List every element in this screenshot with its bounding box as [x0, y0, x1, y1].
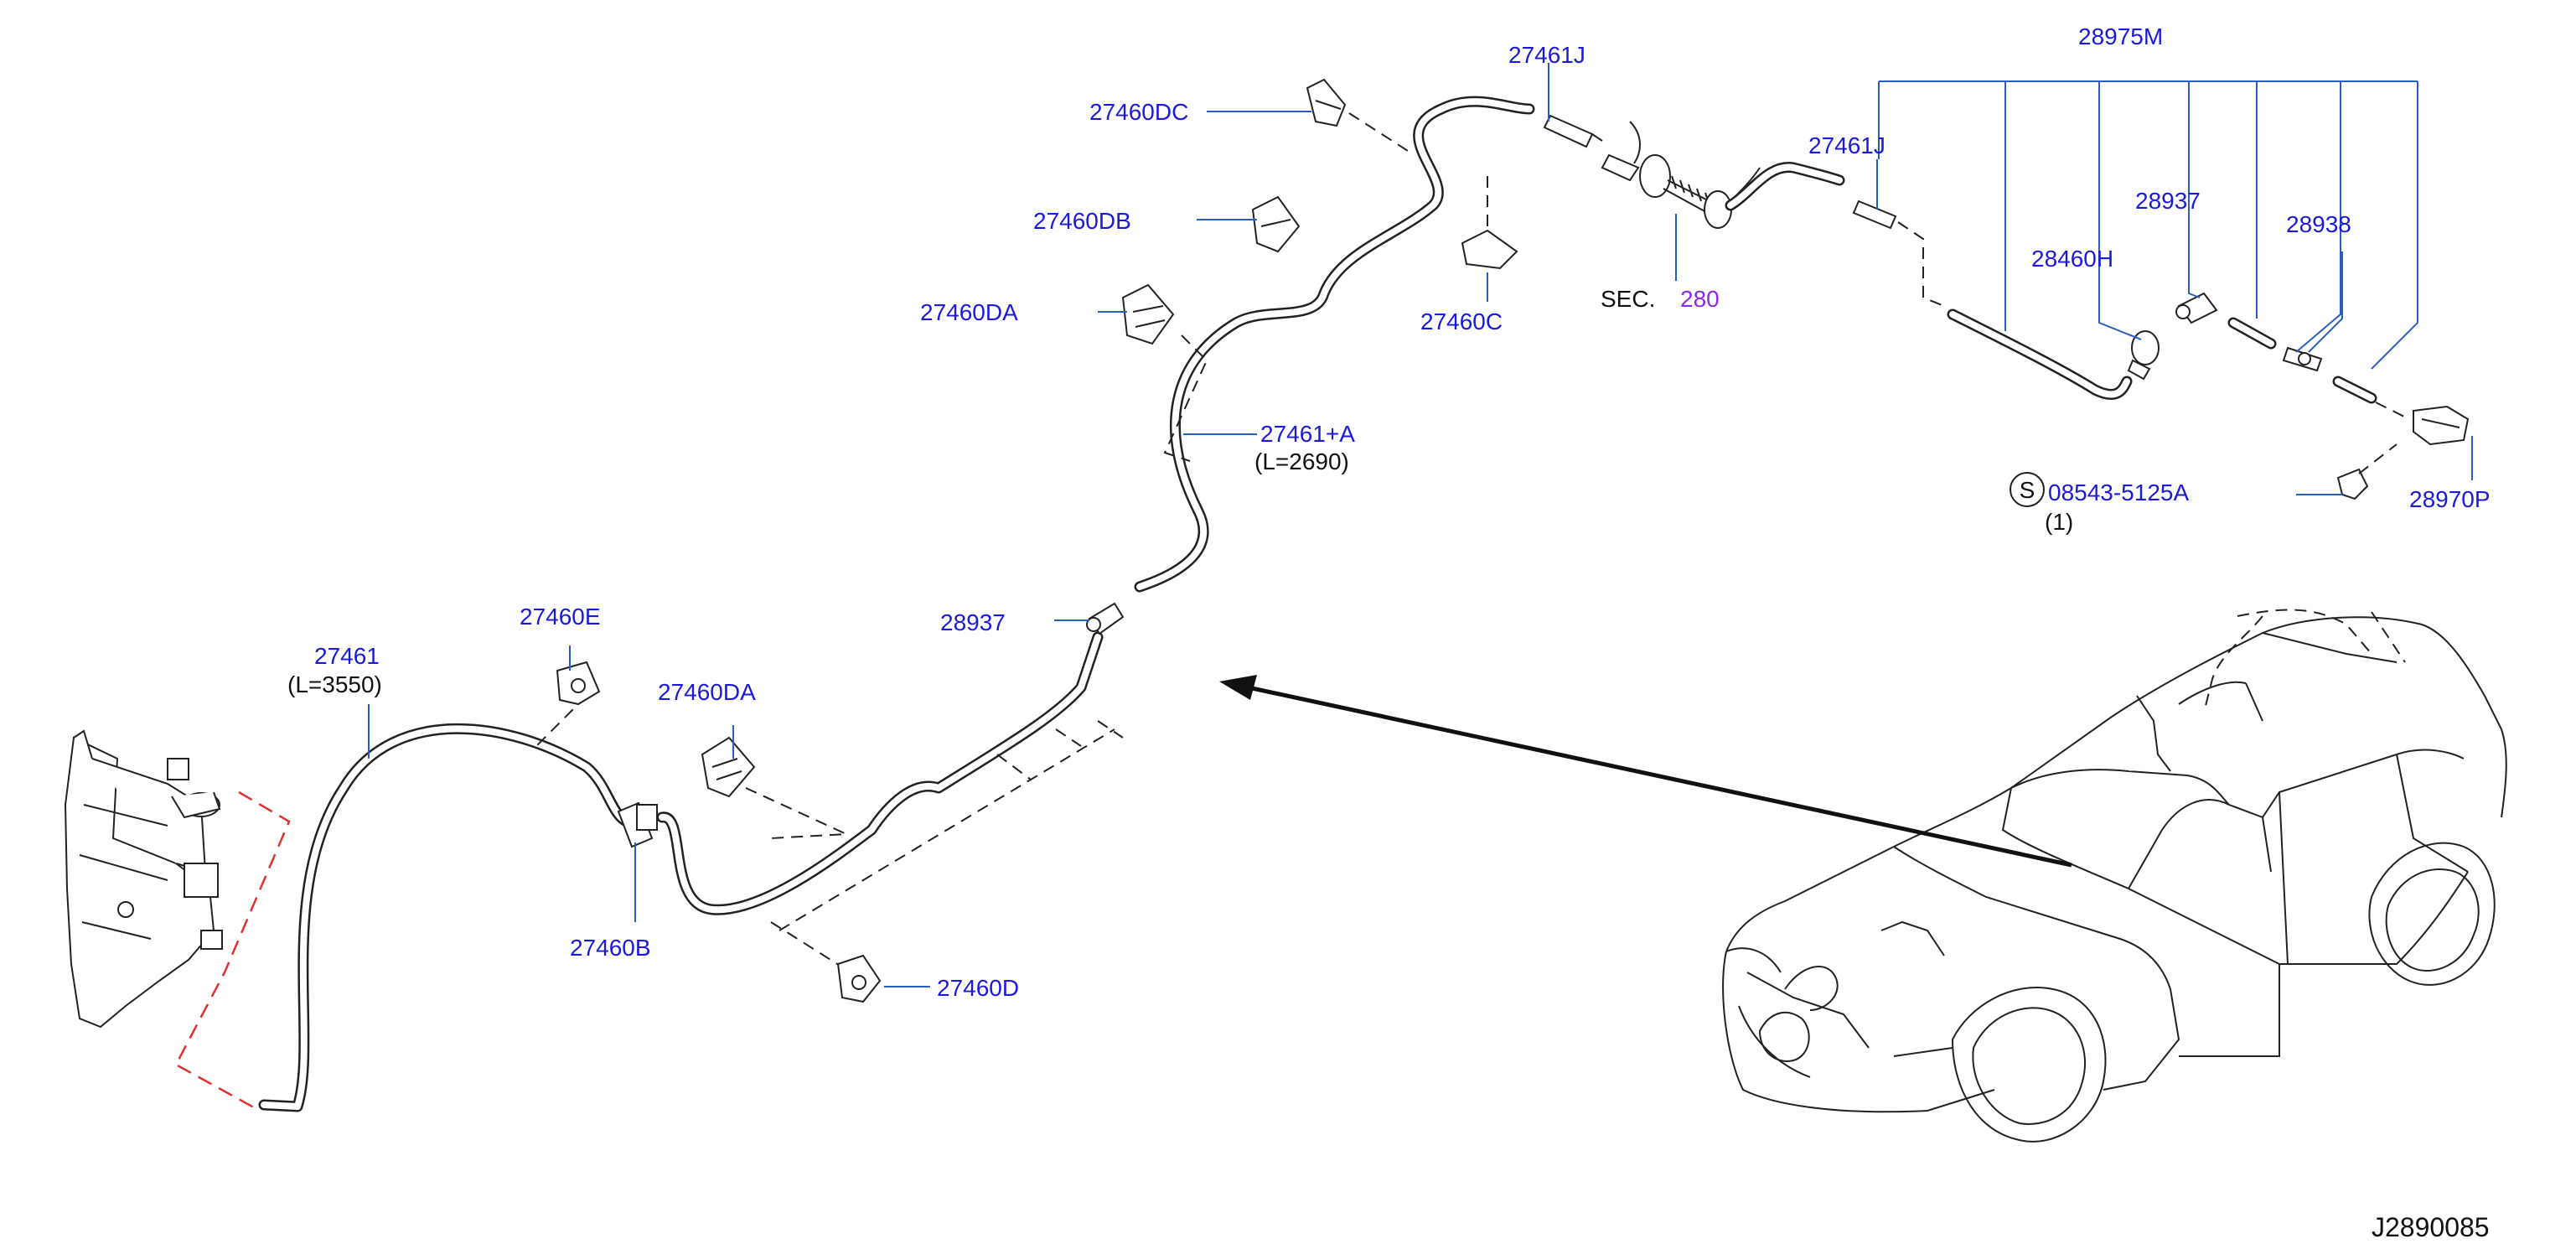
hose-27461 — [258, 723, 643, 1112]
clip-27460DA-top — [1121, 283, 1175, 345]
label-27461J-right: 27461J — [1808, 132, 1885, 158]
washer-tank — [64, 729, 223, 1029]
label-08543-5125A: 08543-5125A — [2048, 479, 2189, 505]
clip-27460D — [836, 954, 882, 1003]
label-27460B: 27460B — [570, 935, 651, 961]
grommet-sec-280 — [1601, 121, 1761, 229]
joint-28937-mid — [1086, 602, 1125, 635]
label-sec-prefix: SEC. — [1601, 286, 1655, 312]
clip-27460E — [556, 661, 601, 706]
location-arrow — [1219, 675, 2072, 868]
label-27460DC: 27460DC — [1089, 99, 1188, 125]
hose-28975M — [1947, 308, 2133, 400]
hose-right-short — [1725, 162, 1845, 211]
label-27460DA-top: 27460DA — [920, 299, 1018, 325]
clip-27460DA-mid — [701, 736, 756, 798]
car-outline — [1722, 616, 2507, 1143]
clip-27460C — [1461, 229, 1518, 270]
label-27460DA-mid: 27460DA — [658, 679, 756, 705]
nozzle-28460H — [2127, 330, 2160, 381]
label-28937-mid: 28937 — [940, 609, 1006, 635]
clip-27460DB — [1251, 195, 1301, 253]
cut-line-box — [174, 790, 291, 1112]
label-27460C: 27460C — [1420, 308, 1503, 334]
label-27461-left: 27461 — [314, 643, 380, 669]
hose-27461A — [1134, 96, 1535, 593]
screw-symbol-circle — [2010, 472, 2045, 507]
label-08543-qty: (1) — [2045, 509, 2073, 535]
label-27460E: 27460E — [520, 604, 601, 630]
connector-27460B — [617, 801, 658, 848]
hose-piece-end — [2332, 376, 2377, 404]
hose-lower-run — [656, 631, 1104, 915]
dash-line-frame — [778, 720, 1124, 931]
label-28975M: 28975M — [2078, 23, 2163, 49]
label-27460D: 27460D — [937, 975, 1019, 1001]
dash-line-28970P — [2375, 402, 2410, 420]
screw-08543 — [2336, 443, 2398, 500]
dash-line-27460E — [535, 695, 587, 747]
label-28937-right: 28937 — [2135, 188, 2201, 214]
joint-28937-right — [2175, 292, 2218, 324]
dash-line-right — [1897, 221, 1945, 307]
dash-line-27460DA-top — [1163, 334, 1208, 462]
label-28938: 28938 — [2286, 211, 2351, 237]
label-28970P: 28970P — [2409, 486, 2491, 512]
leader-lines — [368, 63, 2473, 987]
joint-28938 — [2282, 346, 2323, 372]
hose-piece-short — [2227, 317, 2277, 350]
label-27461A: 27461+A — [1260, 421, 1355, 447]
dash-line-27460DA-mid — [745, 787, 847, 839]
screw-symbol: S — [2020, 477, 2035, 503]
label-27461A-length: (L=2690) — [1254, 448, 1349, 474]
label-28460H: 28460H — [2031, 246, 2113, 272]
label-27461-left-length: (L=3550) — [287, 671, 382, 697]
label-27460DB: 27460DB — [1033, 208, 1131, 234]
drawing-id: J2890085 — [2372, 1212, 2490, 1242]
label-sec-number: 280 — [1680, 286, 1720, 312]
dash-line-27460DC — [1348, 112, 1409, 152]
joint-27461J-right — [1852, 200, 1897, 230]
car-hose-route — [2203, 609, 2406, 713]
label-27461J-top: 27461J — [1508, 42, 1585, 68]
nozzle-28970P — [2413, 405, 2470, 446]
joint-27461J-top — [1543, 114, 1603, 148]
clip-27460DC — [1306, 78, 1347, 127]
